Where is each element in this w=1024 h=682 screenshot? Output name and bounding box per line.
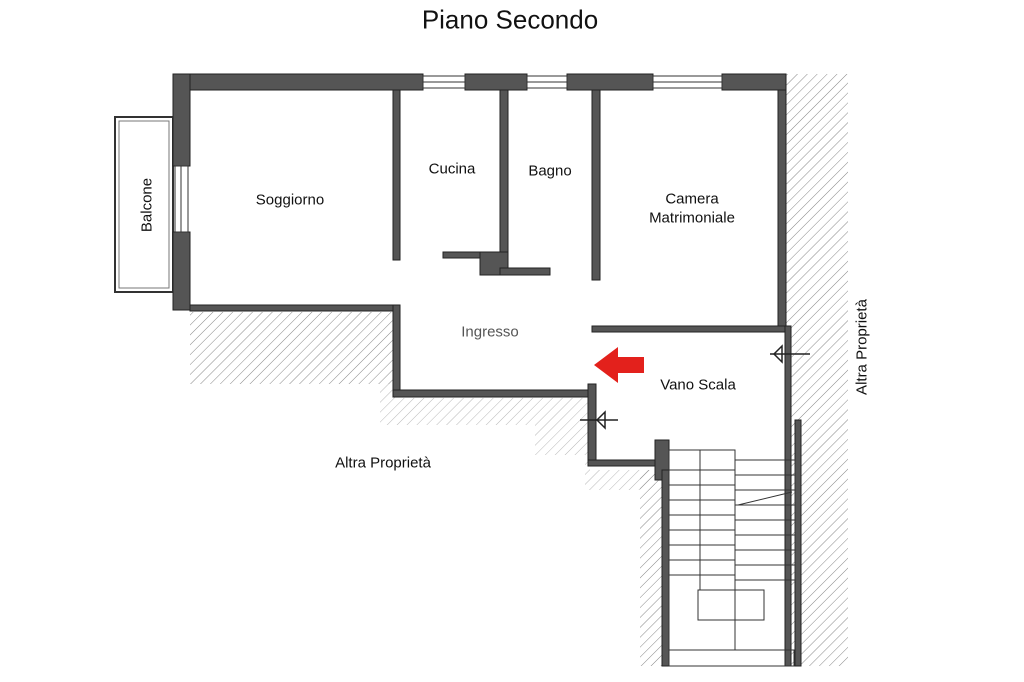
room-label-soggiorno: Soggiorno <box>255 191 325 209</box>
neighbor-label-bottom: Altra Proprietà <box>335 454 431 472</box>
room-label-camera-1: Camera <box>665 190 719 208</box>
entrance-arrow-icon <box>594 347 644 383</box>
balcony-inner <box>118 120 170 289</box>
room-label-ingresso: Ingresso <box>461 323 519 341</box>
walls <box>172 73 802 667</box>
balcony <box>114 116 174 293</box>
hatch-below-ingresso <box>380 384 655 490</box>
room-label-bagno: Bagno <box>528 162 572 180</box>
room-label-balcone: Balcone <box>138 177 156 233</box>
neighbor-label-right: Altra Proprietà <box>853 299 871 395</box>
hatch-below-soggiorno <box>190 312 395 384</box>
room-label-camera-2: Matrimoniale <box>649 209 735 227</box>
door-symbols <box>580 344 810 430</box>
staircase <box>668 449 796 667</box>
page-title: Piano Secondo <box>421 4 599 35</box>
room-label-vano-scala: Vano Scala <box>660 376 736 394</box>
room-label-cucina: Cucina <box>428 160 476 178</box>
windows <box>174 75 723 233</box>
